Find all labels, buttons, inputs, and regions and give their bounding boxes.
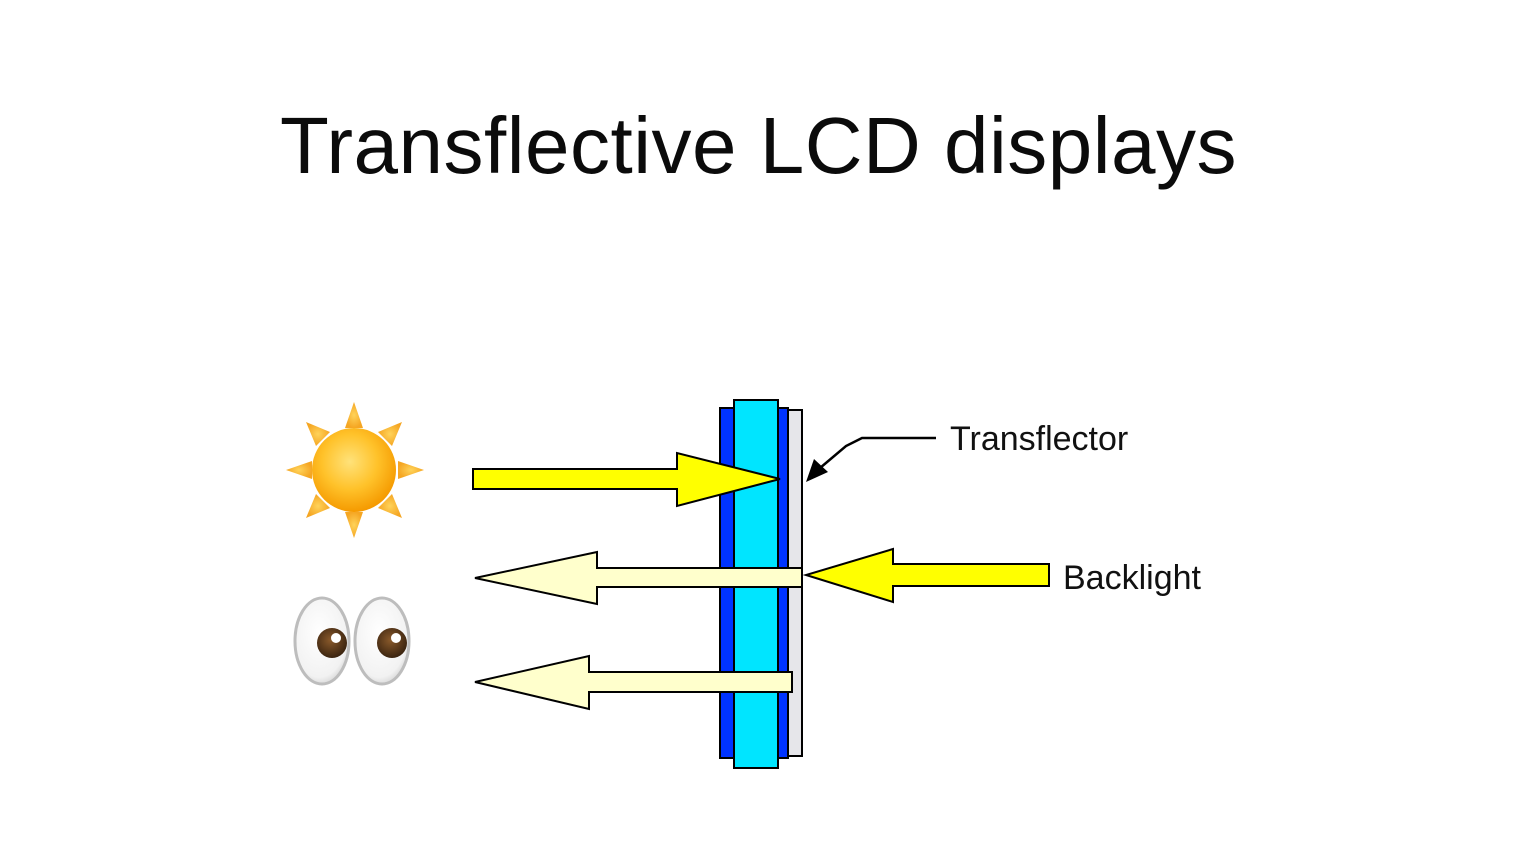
eyes-icon: [293, 596, 411, 686]
incoming-sunlight-arrow: [472, 451, 781, 508]
slide-title: Transflective LCD displays: [279, 101, 1238, 190]
transflector-pointer: [806, 436, 936, 482]
transflector-label: Transflector: [950, 420, 1128, 458]
backlight-label: Backlight: [1063, 559, 1202, 597]
transmitted-light-arrow: [474, 654, 793, 711]
reflected-light-arrow: [474, 550, 803, 606]
sun-icon: [286, 402, 424, 538]
backlight-arrow: [802, 547, 1050, 604]
